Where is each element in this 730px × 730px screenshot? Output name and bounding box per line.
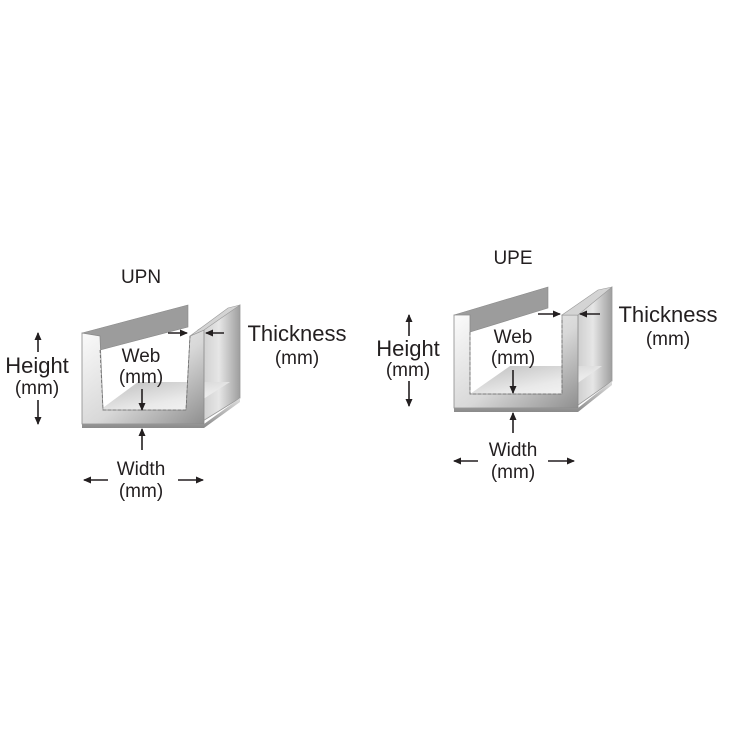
upe-width-unit: (mm) (491, 462, 535, 483)
upe-thickness-unit: (mm) (646, 329, 690, 350)
upe-web-label: Web (494, 327, 533, 348)
upn-web-unit: (mm) (119, 367, 163, 388)
upe-height-label: Height (376, 336, 440, 361)
upe-height-unit: (mm) (386, 360, 430, 381)
upe-thickness-label: Thickness (618, 302, 717, 327)
upn-thickness-label: Thickness (247, 321, 346, 346)
upn-height-unit: (mm) (15, 378, 59, 399)
upe-title: UPE (493, 248, 532, 269)
upe-width-label: Width (489, 440, 538, 461)
upn-thickness-unit: (mm) (275, 348, 319, 369)
upn-width-label: Width (117, 459, 166, 480)
upn-title: UPN (121, 267, 161, 288)
upn-height-label: Height (5, 353, 69, 378)
upn-profile: UPN Height (mm) Web (mm) Thi (5, 267, 346, 502)
upe-web-unit: (mm) (491, 348, 535, 369)
upn-web-label: Web (122, 346, 161, 367)
upn-width-unit: (mm) (119, 481, 163, 502)
upe-profile: UPE Height (mm) Web (mm) Thi (376, 248, 717, 483)
